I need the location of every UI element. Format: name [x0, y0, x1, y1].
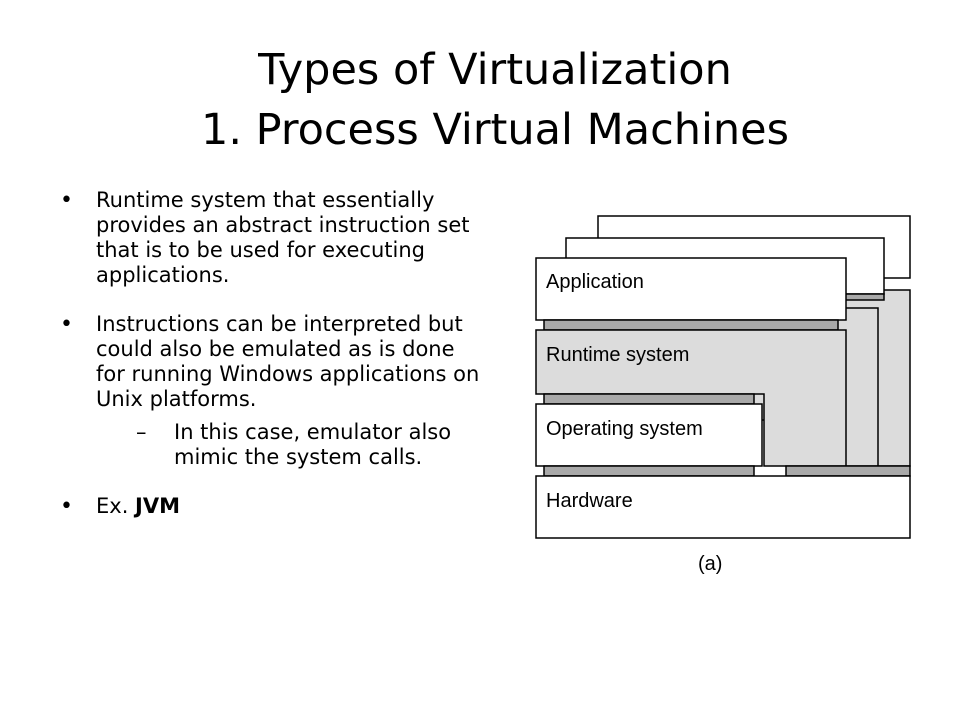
interface-runtime-os [543, 393, 755, 405]
application-box [535, 257, 847, 321]
process-vm-diagram: Application Runtime system Operating sys… [534, 214, 934, 576]
interface-os-hardware [543, 465, 755, 477]
title-line-1: Types of Virtualization [258, 45, 732, 95]
bullet-icon: • [60, 312, 73, 337]
interface-app-runtime [543, 319, 839, 331]
runtime-system-label: Runtime system [546, 344, 689, 366]
runtime-system-box [535, 329, 847, 467]
sub-bullet-text: In this case, emulator also mimic the sy… [174, 420, 452, 469]
sub-bullet-item: – In this case, emulator also mimic the … [96, 420, 480, 470]
title-line-2: 1. Process Virtual Machines [200, 105, 790, 155]
bullet-item: • Instructions can be interpreted but co… [60, 312, 480, 470]
bullet-text-prefix: Ex. [96, 494, 136, 518]
application-label: Application [546, 271, 644, 293]
bullet-item: • Runtime system that essentially provid… [60, 188, 480, 288]
diagram-svg: Application Runtime system Operating sys… [535, 215, 911, 575]
dash-icon: – [136, 420, 147, 444]
bullet-text: Instructions can be interpreted but coul… [96, 312, 480, 411]
bullet-item: • Ex. JVM [60, 494, 480, 519]
interface-runtime-hardware [785, 465, 911, 477]
hardware-label: Hardware [546, 490, 633, 512]
figure-caption: (a) [698, 553, 722, 575]
bullet-icon: • [60, 188, 73, 213]
operating-system-box [535, 403, 763, 467]
slide-title: Types of Virtualization 1. Process Virtu… [0, 40, 960, 160]
bullet-text: Runtime system that essentially provides… [96, 188, 470, 287]
hardware-box [535, 475, 911, 539]
bullet-icon: • [60, 494, 73, 519]
operating-system-label: Operating system [546, 418, 703, 440]
bullet-list: • Runtime system that essentially provid… [60, 188, 480, 543]
bullet-text-bold: JVM [135, 494, 181, 518]
